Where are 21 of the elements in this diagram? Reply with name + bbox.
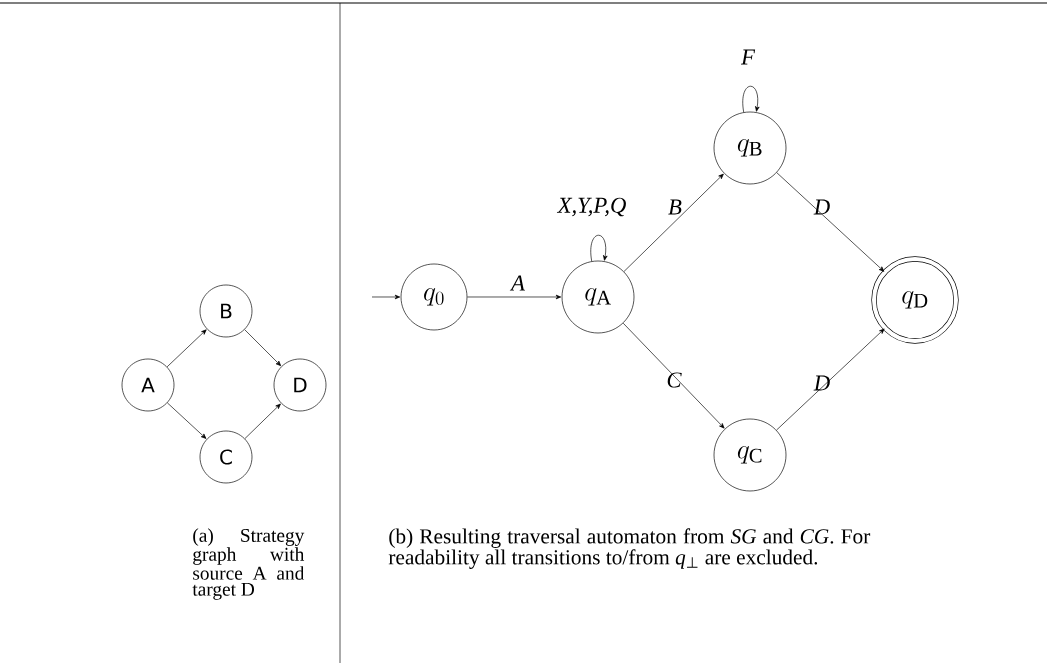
subfigure-caption: (a) Strategy graph with source A and target D — [192, 528, 305, 600]
arrow — [622, 322, 725, 429]
subfigure-caption: (b) Resulting traversal automaton from SG and CG. For readability all transitions to/from q$_{⊥}$ are excluded. — [388, 528, 871, 569]
arrow — [467, 294, 562, 300]
self-loop-arrow — [742, 85, 760, 113]
arrow — [371, 294, 401, 300]
arrow — [623, 173, 724, 272]
edge-label: B — [668, 199, 682, 215]
edge-label: D — [813, 375, 830, 391]
arrow — [244, 403, 281, 439]
edge-label: C — [667, 372, 682, 388]
edge-label: F — [740, 49, 756, 65]
self-loop-arrow — [590, 234, 608, 262]
arrow — [244, 329, 282, 367]
arrow — [776, 328, 885, 431]
edge-label: X,Y,P,Q — [556, 197, 626, 217]
arrow — [167, 402, 207, 439]
edge-label: A — [509, 275, 525, 291]
edge-label: D — [813, 199, 830, 215]
arrow — [166, 329, 207, 368]
arrow — [776, 172, 885, 272]
